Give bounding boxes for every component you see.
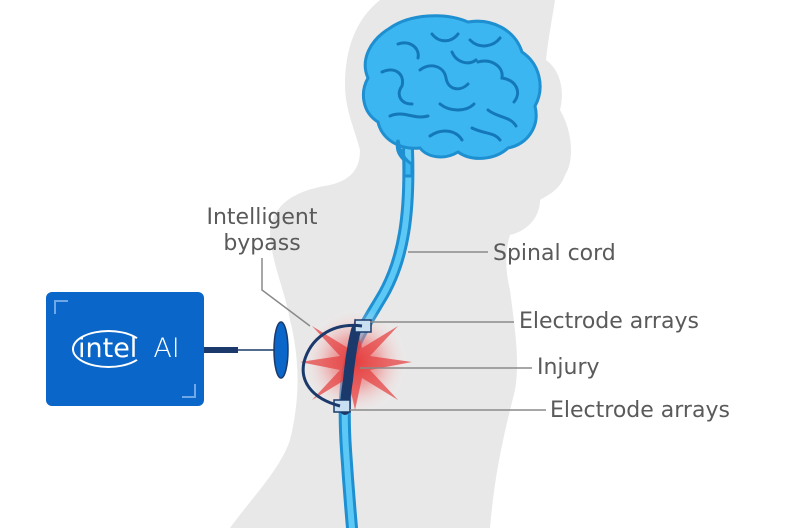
label-intelligent-bypass-line2: bypass [223,231,301,256]
chip-corner-br [182,384,196,398]
label-electrode-arrays-upper: Electrode arrays [519,309,699,334]
chip-brand-name: intel [72,330,146,368]
brain-icon [361,14,542,178]
label-intelligent-bypass-line1: Intelligent [206,205,318,230]
label-spinal-cord: Spinal cord [493,241,616,266]
label-electrode-arrays-lower: Electrode arrays [550,398,730,423]
electrode-array-lower [333,399,351,413]
leader-intelligent-bypass [261,258,311,327]
label-intelligent-bypass: Intelligent bypass [200,205,324,257]
chip-brand-suffix: AI [153,333,180,364]
label-injury: Injury [537,355,600,380]
bypass-receiver [273,321,289,379]
bypass-connector [301,323,363,408]
chip-corner-tl [54,300,68,314]
